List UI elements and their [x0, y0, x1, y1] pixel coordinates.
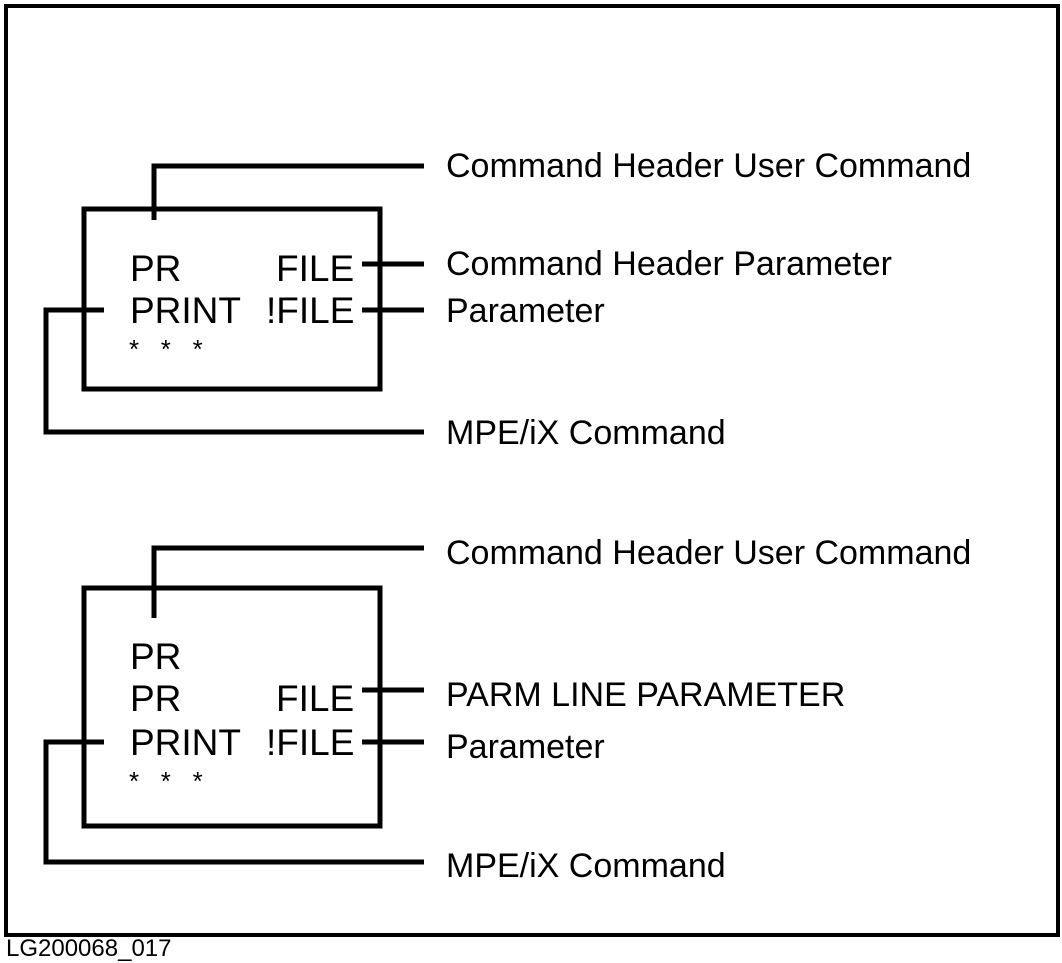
bottom-continuation: * * * [129, 766, 203, 796]
top-line1-parameter: FILE [276, 248, 355, 289]
top-callout-header-user-command: Command Header User Command [446, 147, 972, 185]
top-mpe-command-leader [43, 307, 424, 435]
bottom-line2-command: PR [130, 678, 182, 719]
bottom-callout-mpe-command: MPE/iX Command [446, 847, 726, 885]
top-line2-command: PRINT [130, 290, 241, 331]
top-code-box [81, 206, 383, 392]
top-header-user-command-leader [151, 163, 424, 220]
figure-id: LG200068_017 [6, 935, 172, 962]
top-callout-header-parameter: Command Header Parameter [446, 245, 892, 283]
top-callout-mpe-command: MPE/iX Command [446, 414, 726, 452]
bottom-code-box [81, 585, 383, 829]
bottom-line1-command: PR [130, 636, 182, 677]
bottom-callout-header-user-command: Command Header User Command [446, 534, 972, 572]
top-callout-parameter: Parameter [446, 292, 605, 330]
top-line2-parameter: !FILE [266, 290, 355, 331]
bottom-callout-parameter: Parameter [446, 728, 605, 766]
bottom-header-user-command-leader [151, 545, 424, 618]
bottom-mpe-command-leader [43, 739, 424, 865]
top-continuation: * * * [129, 334, 203, 364]
top-line1-command: PR [130, 248, 182, 289]
bottom-line3-command: PRINT [130, 722, 241, 763]
bottom-line2-parameter: FILE [276, 678, 355, 719]
bottom-callout-parm-line-parameter: PARM LINE PARAMETER [446, 676, 846, 714]
figure-frame [4, 4, 1060, 937]
bottom-line3-parameter: !FILE [266, 722, 355, 763]
